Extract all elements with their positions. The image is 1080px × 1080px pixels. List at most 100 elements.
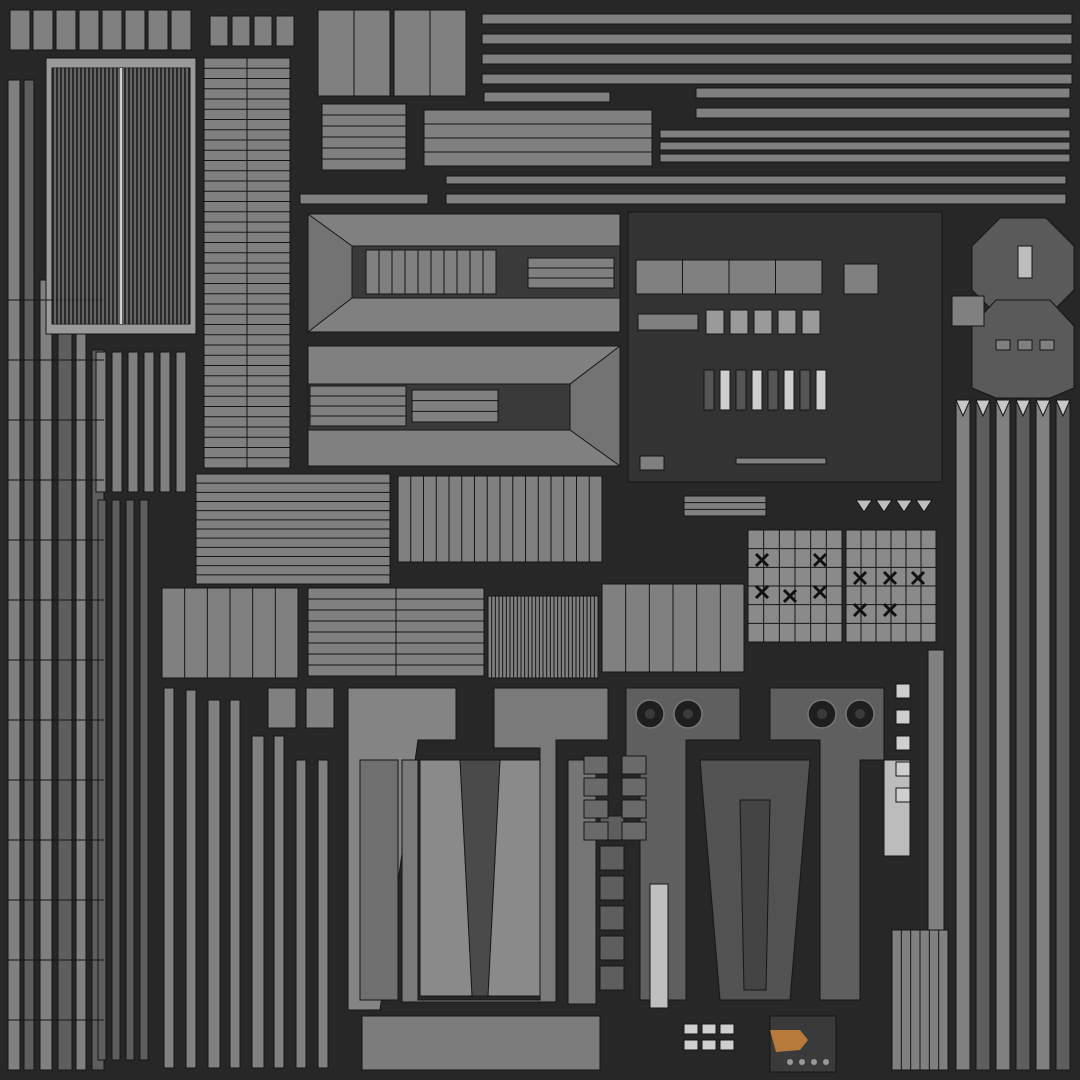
long-stripe-b (445, 175, 1067, 185)
left-strip (57, 319, 73, 1071)
radial-vent-core (645, 709, 655, 719)
tapered-strip (175, 351, 187, 493)
small-square-lower (305, 687, 335, 729)
long-strip (125, 499, 135, 1061)
bottom-part (683, 1023, 699, 1035)
equipment-square (753, 309, 773, 335)
right-stripe-tip (1035, 399, 1051, 418)
detail-layer (635, 552, 926, 1065)
right-vertical-stripe (975, 399, 991, 1071)
top-stripe (481, 53, 1073, 65)
left-strip (75, 329, 87, 1071)
cross-bolt (852, 570, 868, 586)
top-stripe-b (695, 107, 1071, 119)
small-tile (170, 9, 192, 51)
equipment-square (801, 309, 821, 335)
stacked-bracket (599, 935, 625, 961)
equipment-box (843, 263, 879, 295)
fuselage-bracket (583, 821, 609, 841)
hub-tile (1039, 339, 1055, 351)
top-stripe (481, 73, 1073, 85)
right-stripe-tip (995, 399, 1011, 418)
lower-strip (317, 759, 329, 1069)
right-vertical-stripe (995, 399, 1011, 1071)
fuselage-bracket (621, 821, 647, 841)
equipment-bar (703, 369, 715, 411)
right-small-square (895, 683, 911, 699)
equipment-strip-b (637, 313, 699, 331)
lower-strip (295, 759, 307, 1069)
fuselage-bracket (621, 755, 647, 775)
lower-strip (207, 699, 221, 1069)
wing-detail-b (527, 257, 615, 289)
wing-bevel-lower (569, 344, 621, 467)
bottom-part (701, 1023, 717, 1035)
mid-stripe (659, 153, 1071, 163)
cross-bolt (812, 552, 828, 568)
small-tile (253, 15, 273, 47)
fuselage-right-outer-b (769, 687, 885, 1001)
right-stripe-tip (1055, 399, 1071, 418)
tapered-strip (127, 351, 139, 493)
bottom-rivet (823, 1059, 829, 1065)
cross-bolt (852, 602, 868, 618)
stacked-bracket (599, 905, 625, 931)
fuselage-left-base (361, 1015, 601, 1071)
right-small-square (895, 709, 911, 725)
short-stripe (483, 91, 611, 103)
fuselage-bracket (621, 777, 647, 797)
equipment-frame (627, 211, 943, 483)
right-vertical-stripe (1015, 399, 1031, 1071)
small-tile (55, 9, 77, 51)
mid-stripe (659, 129, 1071, 139)
stacked-bracket (599, 875, 625, 901)
equipment-square (729, 309, 749, 335)
short-stripe-c (299, 193, 429, 205)
fuselage-bracket (621, 799, 647, 819)
equipment-bar (751, 369, 763, 411)
right-vertical-stripe (955, 399, 971, 1071)
right-small-square (895, 735, 911, 751)
left-strip (23, 79, 35, 1071)
equipment-square (777, 309, 797, 335)
long-strip (111, 499, 121, 1061)
lower-strip (185, 689, 197, 1069)
right-small-square (895, 761, 911, 777)
equipment-slot (735, 457, 827, 465)
wing-bevel-upper (307, 213, 353, 334)
fuselage-bracket (583, 755, 609, 775)
radial-vent-core (817, 709, 827, 719)
small-tile (9, 9, 31, 51)
fuselage-left-inner (359, 759, 399, 1001)
cross-bolt (782, 588, 798, 604)
small-tile (78, 9, 100, 51)
small-tile (32, 9, 54, 51)
right-vertical-stripe (1055, 399, 1071, 1071)
stacked-bracket (599, 965, 625, 991)
stacked-bracket (599, 845, 625, 871)
equipment-bar (767, 369, 779, 411)
bottom-rivet (811, 1059, 817, 1065)
fuselage-right-spine (739, 799, 771, 991)
hub-detail (1017, 245, 1033, 279)
small-tile (147, 9, 169, 51)
cross-bolt (812, 584, 828, 600)
top-stripe (481, 13, 1073, 25)
accent-bracket (770, 1030, 808, 1052)
cross-bolt (882, 570, 898, 586)
equipment-bar (719, 369, 731, 411)
right-stripe-tip (1015, 399, 1031, 418)
hub-tile (995, 339, 1011, 351)
tapered-strip (95, 351, 107, 493)
left-strip (7, 79, 21, 1071)
right-stripe-tip (955, 399, 971, 418)
fuselage-bracket (583, 799, 609, 819)
right-small-square (895, 787, 911, 803)
fuselage-left-frame (401, 687, 609, 1003)
tapered-strip (143, 351, 155, 493)
bottom-part (719, 1039, 735, 1051)
fuselage-left-spine (459, 759, 501, 997)
tapered-strip (159, 351, 171, 493)
small-triangle (875, 499, 893, 513)
bottom-rivet (799, 1059, 805, 1065)
